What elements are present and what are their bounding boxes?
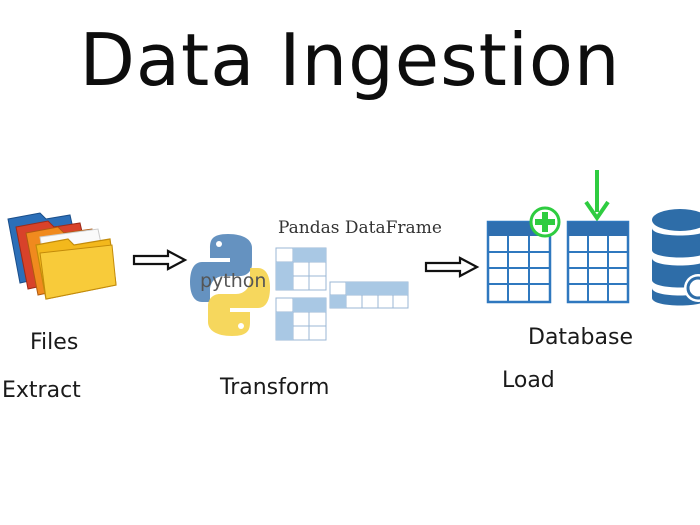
table-plus-icon xyxy=(486,206,561,304)
database-label: Database xyxy=(528,325,633,350)
extract-label: Extract xyxy=(2,378,81,403)
transform-label: Transform xyxy=(220,375,330,400)
arrow-right-icon xyxy=(424,256,480,278)
table-download-icon xyxy=(566,170,630,304)
python-wordmark: python xyxy=(200,270,267,292)
database-icon xyxy=(652,209,700,306)
load-label: Load xyxy=(502,368,555,393)
files-label: Files xyxy=(30,330,79,355)
pandas-dataframe-label: Pandas DataFrame xyxy=(278,218,442,238)
dataframe-icon xyxy=(275,247,409,341)
arrow-right-icon xyxy=(132,249,188,271)
folder-stack-icon xyxy=(7,212,117,300)
python-logo-icon xyxy=(190,234,270,336)
diagram-title: Data Ingestion xyxy=(79,18,621,102)
